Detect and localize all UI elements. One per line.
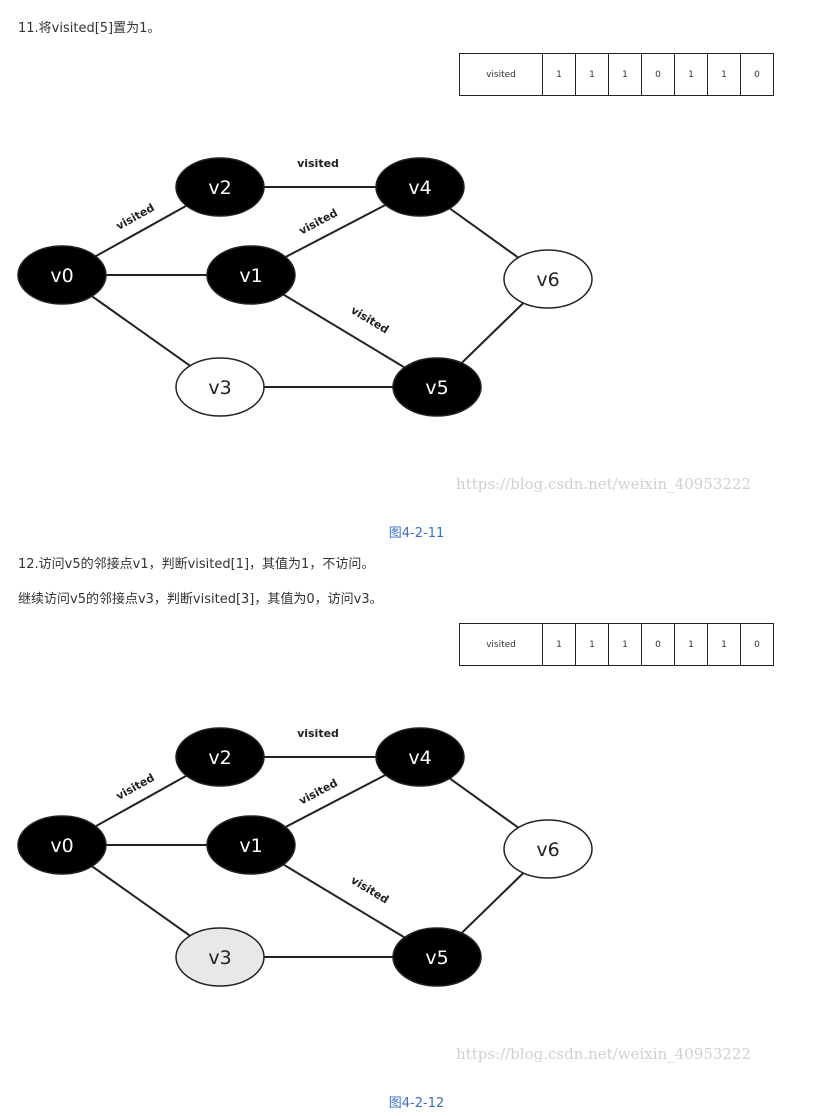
node-label-v2: v2 [208, 747, 231, 769]
figure-caption-2: 图4-2-12 [388, 1096, 445, 1111]
node-label-v3: v3 [208, 947, 231, 969]
edge-label-v0-v2: visited [114, 771, 157, 803]
node-v2 [175, 157, 265, 217]
visited-cell-5: 1 [707, 623, 741, 666]
node-v3 [175, 357, 265, 417]
visited-array-2: visited 1 1 1 0 1 1 0 [459, 623, 774, 666]
visited-cell-6: 0 [740, 53, 774, 96]
node-label-v5: v5 [425, 377, 448, 399]
node-label-v4: v4 [408, 747, 431, 769]
graph-diagram-2: visited visited visited visited v0 v1 v2… [17, 727, 593, 987]
node-v0 [17, 815, 107, 875]
watermark-1: https://blog.csdn.net/weixin_40953222 [456, 475, 752, 493]
node-label-v4: v4 [408, 177, 431, 199]
node-v6 [503, 819, 593, 879]
edge-label-v1-v5: visited [349, 874, 392, 907]
visited-cell-0: 1 [542, 623, 576, 666]
node-label-v0: v0 [50, 835, 73, 857]
visited-cell-2: 1 [608, 53, 642, 96]
edge-label-v2-v4: visited [297, 157, 339, 170]
node-v1 [206, 815, 296, 875]
visited-cell-6: 0 [740, 623, 774, 666]
visited-cell-3: 0 [641, 623, 675, 666]
visited-cell-2: 1 [608, 623, 642, 666]
step-12-continue-text: 继续访问v5的邻接点v3，判断visited[3]，其值为0，访问v3。 [18, 592, 383, 607]
visited-array-header: visited [459, 623, 543, 666]
node-label-v6: v6 [536, 839, 559, 861]
node-v4 [375, 727, 465, 787]
node-label-v0: v0 [50, 265, 73, 287]
edge-label-v0-v2: visited [114, 201, 157, 233]
node-label-v5: v5 [425, 947, 448, 969]
node-v6 [503, 249, 593, 309]
visited-cell-1: 1 [575, 623, 609, 666]
visited-cell-4: 1 [674, 53, 708, 96]
node-label-v2: v2 [208, 177, 231, 199]
node-v5 [392, 357, 482, 417]
node-v3 [175, 927, 265, 987]
step-11-text: 11.将visited[5]置为1。 [18, 21, 161, 36]
edge-label-v2-v4: visited [297, 727, 339, 740]
visited-cell-5: 1 [707, 53, 741, 96]
visited-cell-3: 0 [641, 53, 675, 96]
node-v4 [375, 157, 465, 217]
node-v2 [175, 727, 265, 787]
node-v5 [392, 927, 482, 987]
watermark-2: https://blog.csdn.net/weixin_40953222 [456, 1045, 752, 1063]
node-label-v6: v6 [536, 269, 559, 291]
visited-cell-0: 1 [542, 53, 576, 96]
node-v1 [206, 245, 296, 305]
node-label-v1: v1 [239, 265, 262, 287]
visited-cell-1: 1 [575, 53, 609, 96]
visited-array-header: visited [459, 53, 543, 96]
node-label-v3: v3 [208, 377, 231, 399]
node-label-v1: v1 [239, 835, 262, 857]
edge-label-v1-v5: visited [349, 304, 392, 337]
visited-cell-4: 1 [674, 623, 708, 666]
graph-diagram-1: visited visited visited visited v0 v1 v2… [17, 157, 593, 417]
node-v0 [17, 245, 107, 305]
visited-array-1: visited 1 1 1 0 1 1 0 [459, 53, 774, 96]
figure-caption-1: 图4-2-11 [388, 526, 445, 541]
step-12-text: 12.访问v5的邻接点v1，判断visited[1]，其值为1，不访问。 [18, 557, 375, 572]
